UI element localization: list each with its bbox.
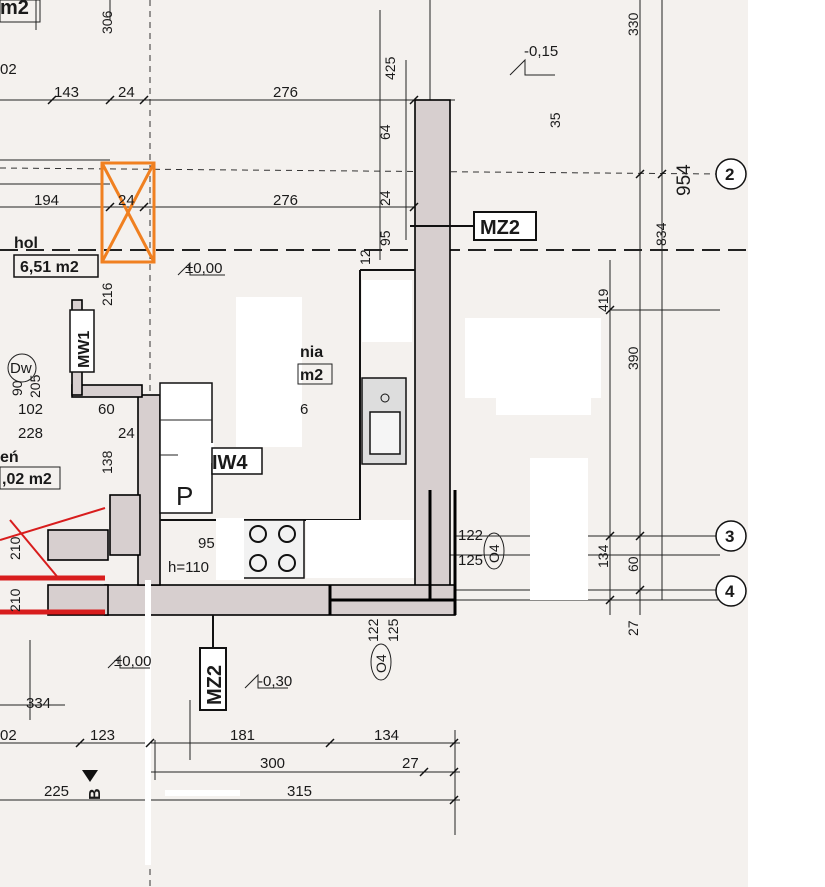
dim-228: 228 [18,425,43,442]
dim-300: 300 [260,755,285,772]
room-left-area: ,02 m2 [2,471,52,488]
dim-02-top: 02 [0,61,17,78]
dim-276-top: 276 [273,84,298,101]
dim-134-v: 134 [595,544,611,568]
vent-cross [100,161,156,264]
axis-3-label: 3 [725,527,734,546]
dim-954: 954 [674,164,695,196]
dim-24-top: 24 [118,84,135,101]
dim-35: 35 [547,112,563,128]
dim-125-right: 125 [458,552,483,569]
room-labels: m2 hol 6,51 m2 nia m2 eń ,02 m2 [0,0,333,490]
level-top-right: -0,15 [524,43,558,60]
dim-210-a: 210 [7,536,23,560]
dim-205: 205 [27,374,43,398]
level-bottom-mid: -0,30 [258,673,292,690]
dim-123: 123 [90,727,115,744]
hob [241,519,305,579]
dim-315: 315 [287,783,312,800]
dim-60: 60 [98,401,115,418]
dim-6: 6 [300,401,308,418]
dim-h110: h=110 [168,559,209,576]
room-left-name: eń [0,449,19,466]
dim-194: 194 [34,192,59,209]
dim-24-mid: 24 [118,192,135,209]
dim-419: 419 [595,288,611,312]
hall-name: hol [14,235,38,252]
wall-lower-left-a [47,529,109,561]
dim-225: 225 [44,783,69,800]
hall-area: 6,51 m2 [20,259,79,276]
dim-60-v: 60 [625,556,641,572]
dim-24-v: 24 [377,190,393,206]
dim-122-bottom: 122 [365,618,381,642]
section-marker-b: B [82,770,104,800]
wall-mw1-label: MW1 [76,331,93,368]
dimension-ticks [47,95,667,805]
sink [361,377,407,465]
axis-2-label: 2 [725,165,734,184]
dim-90: 90 [9,380,25,396]
dim-334: 334 [26,695,51,712]
dim-210-b: 210 [7,588,23,612]
window-tags: O4 O4 [370,532,505,681]
dim-95-small: 95 [198,535,215,552]
dim-143: 143 [54,84,79,101]
dim-181: 181 [230,727,255,744]
dim-276-mid: 276 [273,192,298,209]
kitchen-area: m2 [300,367,323,384]
dim-02-bottom: 02 [0,727,17,744]
o4-bottom-label: O4 [373,654,389,673]
dim-134-h: 134 [374,727,399,744]
kitchen-name: nia [300,344,323,361]
axis-markers: 2 3 4 [715,158,747,607]
p-mark: P [176,481,193,511]
axis-4-label: 4 [725,582,735,601]
room-top-left-area: m2 [0,0,29,19]
dim-102: 102 [18,401,43,418]
dim-27-h: 27 [402,755,419,772]
level-hall: ±0,00 [185,260,222,277]
walls [47,99,457,616]
dim-27-v: 27 [625,620,641,636]
level-bottom-left: ±0,00 [114,653,151,670]
dim-138: 138 [99,450,115,474]
dim-64: 64 [377,124,393,140]
wall-right-vertical [414,99,451,601]
dim-390: 390 [625,346,641,370]
dimension-texts: 306 02 143 24 276 425 330 35 64 194 24 2… [0,10,695,800]
wall-mz2-right-label: MZ2 [480,217,520,239]
wall-mw4-label: IW4 [212,452,248,474]
wall-left-kitchen [137,394,161,586]
dim-12: 12 [357,249,373,265]
dim-425: 425 [382,56,398,80]
b-mark-label: B [87,788,104,800]
dim-306: 306 [99,10,115,34]
wall-mz2-bottom-label: MZ2 [204,665,226,705]
dim-125-bottom: 125 [385,618,401,642]
dim-95: 95 [377,230,393,246]
dim-330: 330 [625,12,641,36]
red-lines [0,507,106,615]
level-markers: -0,15 ±0,00 ±0,00 -0,30 [107,43,558,690]
dim-216: 216 [99,282,115,306]
o4-right-label: O4 [486,544,502,563]
dim-122-right: 122 [458,527,483,544]
dim-24-left: 24 [118,425,135,442]
wall-small-block [109,494,141,556]
redaction-blocks [145,280,601,865]
dim-834: 834 [653,222,669,246]
dw-mark: Dw [10,360,32,377]
wall-tags: MW1 IW4 MZ2 MZ2 P Dw [7,211,537,711]
margin-blank [748,0,825,887]
